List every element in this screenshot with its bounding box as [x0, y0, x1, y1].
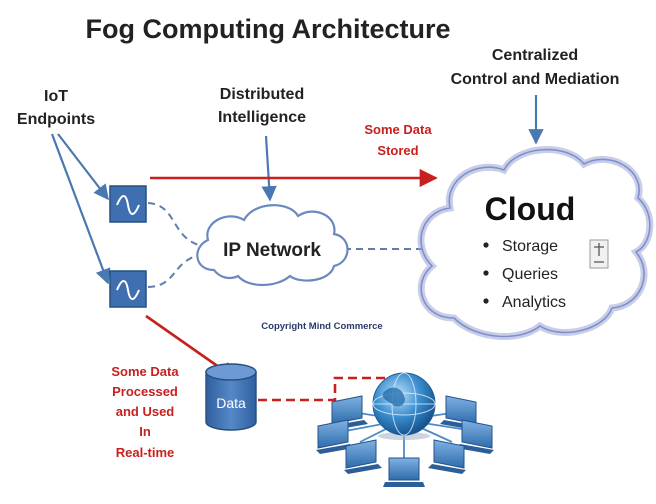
distributed-intelligence-arrow — [261, 135, 277, 202]
bullet-dot — [483, 242, 489, 248]
cloud-bullet-analytics: Analytics — [502, 294, 566, 311]
cloud-bullet-queries: Queries — [502, 266, 558, 283]
sine-wave-square-icon — [116, 280, 140, 300]
endpoint-upper-to-network-link — [147, 202, 203, 247]
distributed-intelligence-label-line2: Intelligence — [218, 109, 306, 126]
iot-endpoint-upper — [109, 185, 147, 223]
processed-label-line4: In — [139, 424, 151, 439]
distributed-intelligence-label-line1: Distributed — [220, 86, 304, 103]
database-label: Data — [216, 395, 246, 411]
some-data-stored-label-line2: Stored — [377, 143, 418, 158]
globe-network-icon — [316, 372, 494, 487]
processed-label-line3: and Used — [116, 404, 175, 419]
centralized-control-label-line2: Control and Mediation — [451, 71, 620, 88]
centralized-control-label-line1: Centralized — [492, 47, 578, 64]
computer-icon — [383, 457, 425, 487]
iot-arrow-upper — [57, 133, 109, 201]
computer-icon — [456, 419, 494, 454]
ip-network-label: IP Network — [223, 240, 321, 261]
database-cylinder-icon: Data — [205, 363, 257, 431]
iot-arrow-lower — [50, 133, 111, 285]
sine-wave-square-icon — [116, 195, 140, 215]
iot-endpoint-lower — [109, 270, 147, 308]
computer-icon — [344, 439, 382, 474]
copyright-text: Copyright Mind Commerce — [261, 321, 382, 332]
database-to-network-link — [258, 376, 404, 402]
computer-icon — [316, 419, 354, 454]
processed-label-line1: Some Data — [111, 364, 179, 379]
ip-network-cloud: IP Network — [196, 204, 349, 287]
cloud-shape: Cloud Storage Queries Analytics — [417, 146, 654, 340]
bullet-dot — [483, 298, 489, 304]
diagram-title: Fog Computing Architecture — [86, 14, 451, 44]
cloud-bullet-storage: Storage — [502, 238, 558, 255]
processed-label-line2: Processed — [112, 384, 178, 399]
small-embedded-icon — [589, 239, 609, 269]
computer-icon — [428, 439, 466, 474]
iot-endpoints-label-line2: Endpoints — [17, 111, 95, 128]
cloud-title: Cloud — [485, 191, 576, 227]
iot-endpoints-label-line1: IoT — [44, 88, 68, 105]
some-data-stored-label-line1: Some Data — [364, 122, 432, 137]
endpoint-lower-to-network-link — [147, 253, 203, 288]
bullet-dot — [483, 270, 489, 276]
processed-label-line5: Real-time — [116, 445, 175, 460]
